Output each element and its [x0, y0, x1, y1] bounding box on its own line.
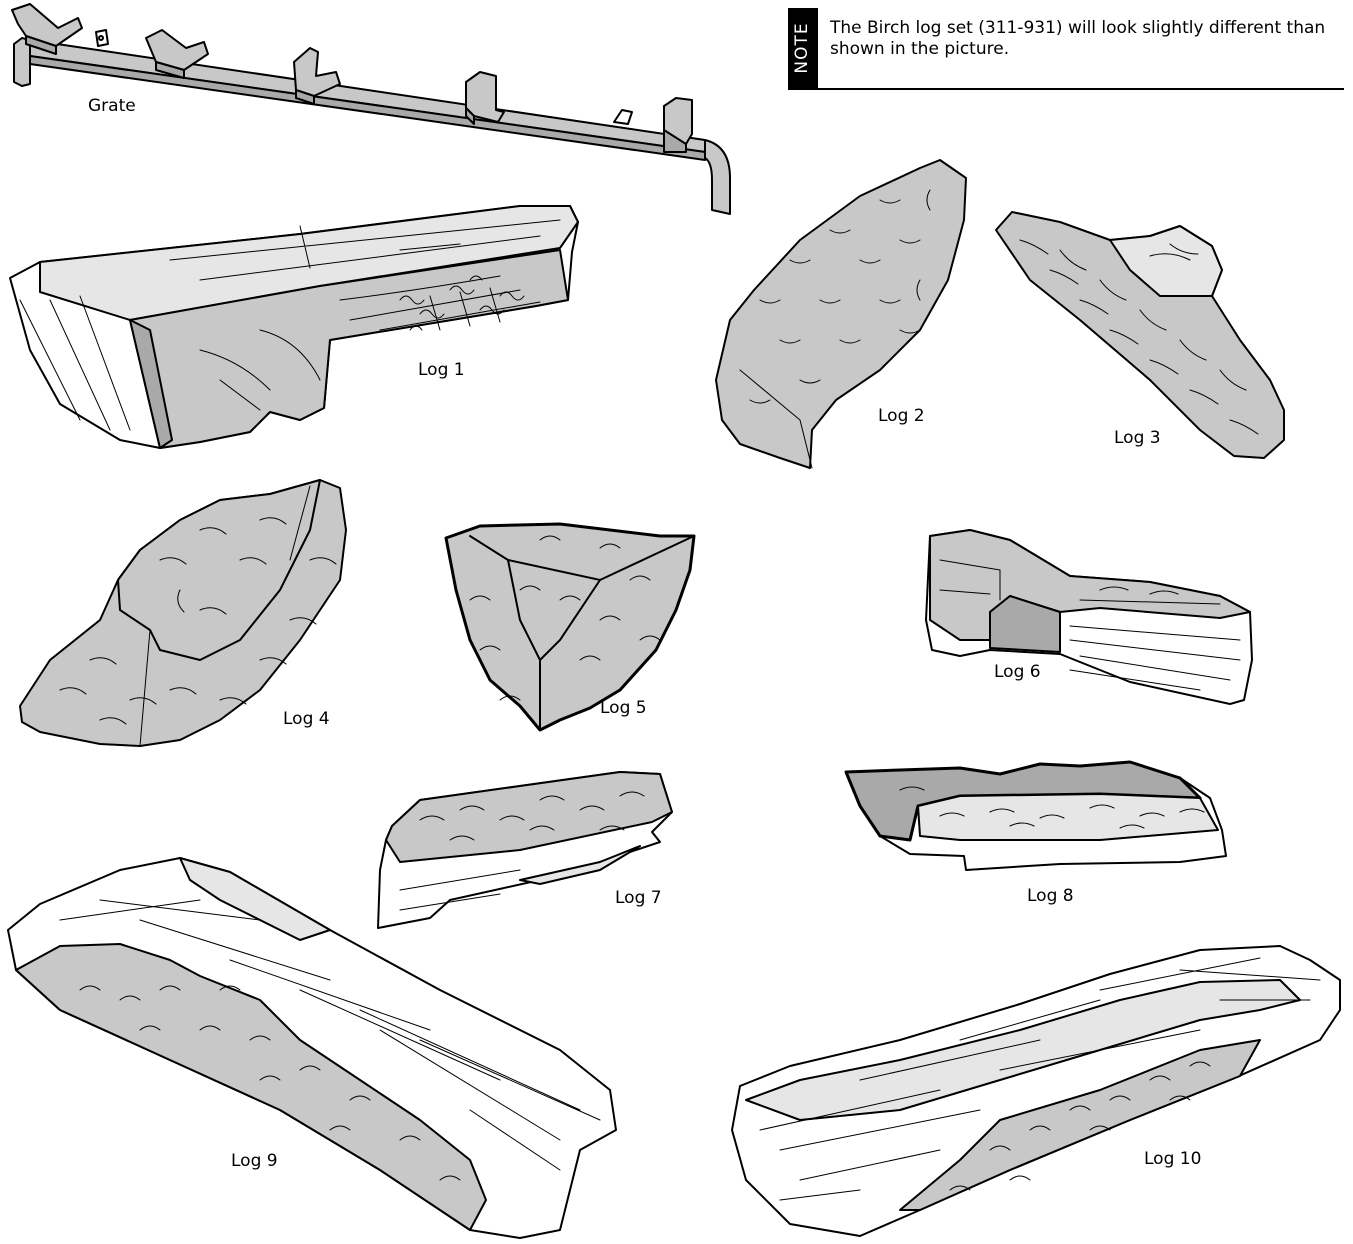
log-5-label: Log 5	[600, 698, 647, 718]
log-7-label: Log 7	[615, 888, 662, 908]
log-3	[996, 212, 1284, 458]
log-5	[446, 524, 694, 730]
log-2	[716, 160, 966, 468]
log-10-label: Log 10	[1144, 1149, 1201, 1169]
note-text: The Birch log set (311-931) will look sl…	[830, 18, 1344, 60]
log-1-label: Log 1	[418, 360, 465, 380]
note-callout: NOTE The Birch log set (311-931) will lo…	[788, 8, 1344, 90]
log-9	[8, 858, 616, 1238]
grate-bracket	[466, 72, 504, 124]
note-tag-text: NOTE	[792, 22, 812, 73]
log-8-label: Log 8	[1027, 886, 1074, 906]
log-4-label: Log 4	[283, 709, 330, 729]
log-4	[20, 480, 346, 746]
log-3-label: Log 3	[1114, 428, 1161, 448]
log-2-label: Log 2	[878, 406, 925, 426]
note-divider	[816, 8, 818, 88]
log-8	[846, 762, 1226, 870]
log-9-label: Log 9	[231, 1151, 278, 1171]
log-1	[10, 206, 578, 448]
log-10	[732, 946, 1340, 1236]
grate-label: Grate	[88, 96, 136, 116]
log-6-label: Log 6	[994, 662, 1041, 682]
note-tag: NOTE	[788, 8, 816, 88]
log-6	[926, 530, 1252, 704]
